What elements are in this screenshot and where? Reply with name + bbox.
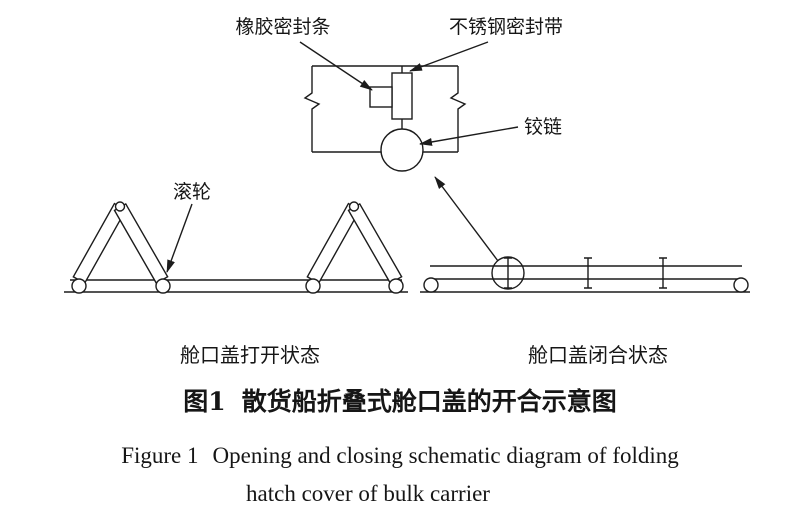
steel-band-label: 不锈钢密封带 — [449, 16, 563, 38]
panel-apex-hinge — [348, 201, 360, 212]
hinge-arrow — [419, 126, 519, 146]
panel-apex-hinge — [114, 201, 126, 212]
hinge-mark — [584, 257, 592, 289]
figure-caption-en-line2: hatch cover of bulk carrier — [246, 481, 490, 506]
folded-panel-leg — [113, 202, 169, 285]
figure-caption: 图1 散货船折叠式舱口盖的开合示意图 Figure 1 Opening and cl… — [121, 387, 679, 506]
hinge-mark — [659, 257, 667, 289]
open-state-label: 舱口盖打开状态 — [180, 343, 320, 367]
figure-caption-en-line1: Figure 1 Opening and closing schematic di… — [121, 443, 679, 468]
rubber-seal-arrow — [299, 41, 373, 91]
caption-en-text: Opening and closing schematic diagram of… — [213, 443, 680, 468]
figure-caption-zh: 图1 散货船折叠式舱口盖的开合示意图 — [183, 387, 616, 416]
rubber-seal-strip-shape — [369, 86, 393, 108]
caption-en-number: Figure 1 — [121, 443, 198, 468]
hinge-circle — [380, 128, 424, 172]
break-mark-left — [303, 66, 321, 152]
open-state-diagram: 滚轮 舱口盖打开状态 — [64, 181, 408, 367]
hinge-label: 铰链 — [524, 116, 562, 138]
detail-zoom-arrow — [434, 176, 499, 262]
break-mark-right — [449, 66, 467, 152]
closed-state-diagram: 舱口盖闭合状态 — [420, 176, 750, 367]
hinge-highlight-circle — [491, 256, 525, 290]
hinge-detail-view — [303, 65, 467, 172]
closed-state-label: 舱口盖闭合状态 — [528, 343, 668, 367]
detail-callouts: 橡胶密封条 不锈钢密封带 铰链 — [235, 16, 563, 146]
hinge-mark — [504, 257, 512, 289]
roller-wheel — [423, 277, 439, 293]
roller-wheel — [733, 277, 749, 293]
roller-wheel — [71, 278, 87, 294]
rubber-seal-label: 橡胶密封条 — [235, 16, 330, 38]
roller-wheel — [305, 278, 321, 294]
roller-wheel — [155, 278, 171, 294]
roller-label: 滚轮 — [173, 181, 211, 203]
steel-seal-band-shape — [391, 72, 413, 120]
roller-arrow — [166, 203, 193, 273]
caption-zh-title: 散货船折叠式舱口盖的开合示意图 — [242, 387, 617, 416]
caption-zh-number: 图1 — [183, 387, 225, 416]
folded-panel-leg — [347, 202, 403, 285]
roller-wheel — [388, 278, 404, 294]
steel-band-arrow — [409, 41, 489, 72]
